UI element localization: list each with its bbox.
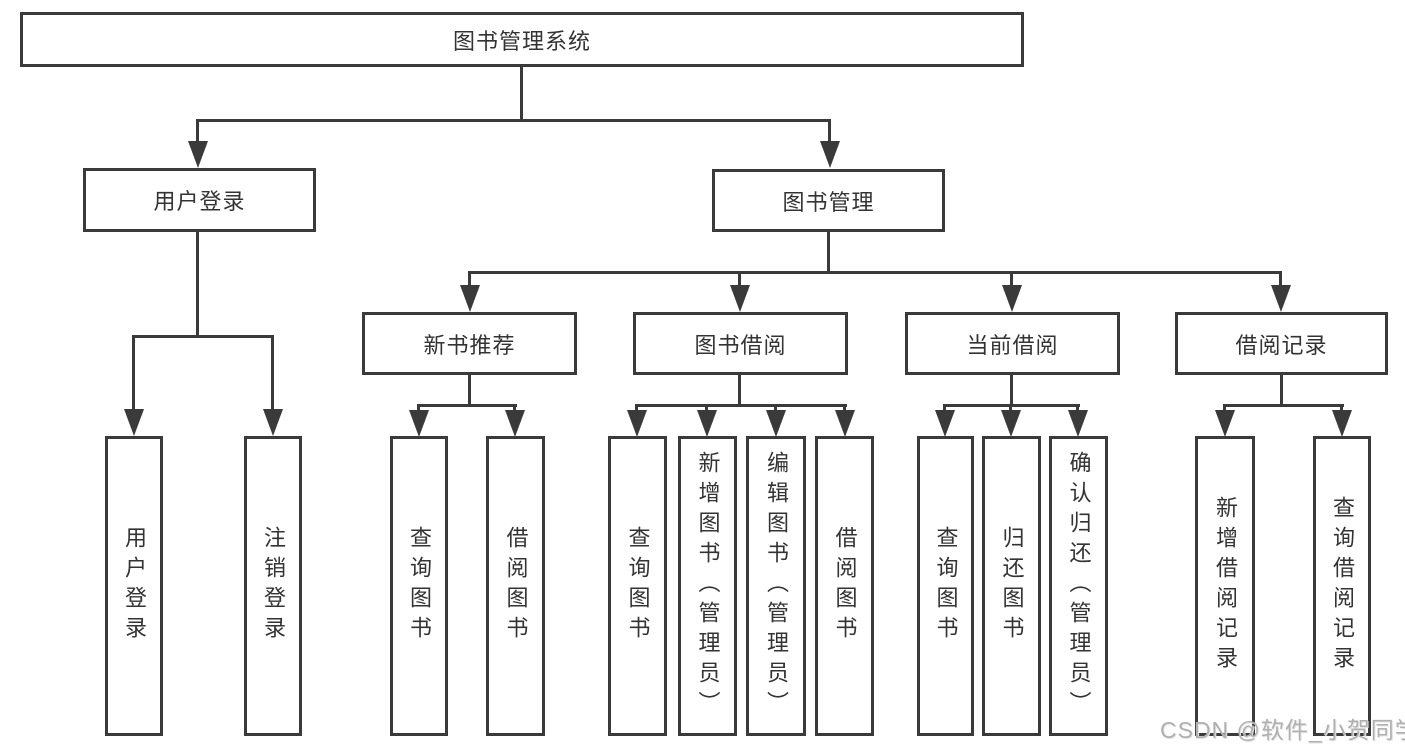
arrowhead-records-child1: [1215, 410, 1235, 437]
arrowhead-records-child2: [1332, 410, 1352, 437]
connector-newbook-child2: [513, 404, 516, 412]
arrowhead-current-child2: [1001, 410, 1021, 437]
arrowhead-borrow-child1: [627, 410, 647, 437]
connector-to-current-borrow: [1010, 271, 1013, 287]
connector-borrow-stem: [738, 375, 741, 407]
leaf-records-add-record: 新增借阅记录: [1195, 436, 1255, 736]
leaf-current-confirm-return-admin: 确认归还（管理员）: [1049, 436, 1108, 736]
connector-root-stem: [520, 67, 523, 119]
connector-current-child1: [943, 404, 946, 412]
connector-login-child1: [132, 335, 135, 411]
leaf-borrow-borrow-books: 借阅图书: [815, 436, 874, 736]
leaf-records-query-record: 查询借阅记录: [1313, 436, 1371, 736]
leaf-borrow-add-books-admin: 新增图书（管理员）: [678, 436, 737, 736]
leaf-newrec-query-books: 查询图书: [390, 436, 448, 736]
connector-borrow-child4: [843, 404, 846, 412]
connector-newbook-fork: [417, 404, 517, 407]
node-borrow-records: 借阅记录: [1175, 312, 1388, 375]
node-user-login: 用户登录: [83, 168, 316, 232]
arrowhead-new-book: [460, 285, 480, 312]
connector-to-user-login: [196, 119, 199, 143]
connector-newbook-stem: [468, 375, 471, 407]
arrowhead-records: [1271, 285, 1291, 312]
connector-login-fork: [132, 335, 274, 338]
leaf-current-return-books: 归还图书: [982, 436, 1041, 736]
node-root: 图书管理系统: [20, 12, 1024, 67]
connector-borrow-child2: [705, 404, 708, 412]
leaf-borrow-edit-books-admin: 编辑图书（管理员）: [746, 436, 806, 736]
arrowhead-book-borrow: [730, 285, 750, 312]
arrowhead-current-child1: [935, 410, 955, 437]
arrowhead-borrow-child3: [766, 410, 786, 437]
leaf-user-login: 用户登录: [105, 436, 163, 736]
connector-to-book-mgmt: [828, 119, 831, 143]
connector-records-child1: [1223, 404, 1226, 412]
connector-records-fork: [1223, 404, 1344, 407]
connector-records-child2: [1340, 404, 1343, 412]
leaf-borrow-query-books: 查询图书: [608, 436, 667, 736]
connector-mgmt-stem: [827, 232, 830, 273]
connector-root-fork: [196, 119, 831, 122]
node-book-management: 图书管理: [712, 169, 945, 232]
connector-borrow-child3: [774, 404, 777, 412]
arrowhead-newbook-child2: [505, 410, 525, 437]
connector-current-child2: [1009, 404, 1012, 412]
leaf-current-query-books: 查询图书: [917, 436, 974, 736]
node-current-borrow: 当前借阅: [905, 312, 1120, 375]
connector-current-stem: [1010, 375, 1013, 407]
connector-borrow-child1: [635, 404, 638, 412]
leaf-logout: 注销登录: [244, 436, 302, 736]
connector-to-book-borrow: [738, 271, 741, 287]
node-book-borrow: 图书借阅: [633, 312, 848, 375]
arrowhead-user-login: [188, 141, 208, 168]
connector-to-records: [1279, 271, 1282, 287]
arrowhead-borrow-child4: [835, 410, 855, 437]
connector-mgmt-fork: [468, 271, 1282, 274]
node-new-book-recommend: 新书推荐: [362, 312, 577, 375]
connector-to-new-book: [468, 271, 471, 287]
connector-newbook-child1: [417, 404, 420, 412]
connector-records-stem: [1280, 375, 1283, 407]
arrowhead-login-child1: [124, 409, 144, 436]
arrowhead-borrow-child2: [697, 410, 717, 437]
arrowhead-current-borrow: [1002, 285, 1022, 312]
connector-login-child2: [271, 335, 274, 411]
csdn-watermark: CSDN @软件_小贺同学: [1160, 717, 1405, 743]
arrowhead-login-child2: [263, 409, 283, 436]
leaf-newrec-borrow-books: 借阅图书: [486, 436, 545, 736]
connector-current-child3: [1076, 404, 1079, 412]
arrowhead-newbook-child1: [409, 410, 429, 437]
arrowhead-book-mgmt: [820, 141, 840, 168]
connector-borrow-fork: [635, 404, 847, 407]
arrowhead-current-child3: [1068, 410, 1088, 437]
connector-login-stem: [196, 232, 199, 338]
